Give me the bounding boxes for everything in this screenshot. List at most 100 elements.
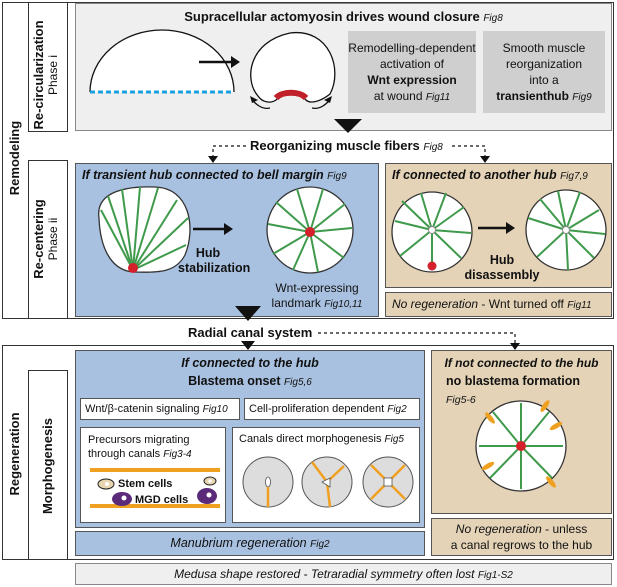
blastema-fig: Fig5,6 [284, 377, 312, 388]
branch-arrow-2 [318, 332, 516, 345]
top-title: Supracellular actomyosin drives wound cl… [75, 9, 612, 24]
wnt-landmark-l2: landmark [271, 296, 321, 310]
wnt-landmark-l1: Wnt-expressing [275, 281, 359, 295]
box1-line3: Wnt expression [367, 73, 457, 87]
precursors-l2: through canals [88, 448, 161, 460]
hub-bell-fig: Fig9 [327, 171, 347, 182]
morpho-column [28, 370, 68, 560]
canals-morpho-text: Canals direct morphogenesis Fig5 [239, 433, 404, 445]
closing-medusa-icon [250, 32, 336, 110]
hub-disassembly: Hub disassembly [462, 253, 542, 283]
arrow-right-icon-3 [478, 222, 515, 234]
stem-cells-label: Stem cells [118, 478, 173, 490]
canals-fig: Fig5 [384, 434, 404, 445]
box2-line3: into a [529, 73, 559, 87]
radial-label: Radial canal system [188, 325, 313, 340]
wnt-landmark: Wnt-expressing landmark Fig10,11 [258, 281, 376, 312]
wnt-activation-text: Remodelling-dependent activation of Wnt … [348, 40, 476, 106]
precursors-fig: Fig3-4 [163, 449, 192, 460]
box2-line2: reorganization [505, 57, 583, 71]
reorg-label: Reorganizing muscle fibers Fig8 [250, 138, 490, 153]
box2-fig: Fig9 [572, 92, 592, 103]
canals-label: Canals direct morphogenesis [239, 433, 382, 445]
wnt-landmark-fig: Fig10,11 [324, 299, 363, 310]
no-regen-unless-text: No regeneration - unless a canal regrows… [431, 521, 612, 553]
box2-line4-rest: hub [546, 89, 569, 103]
recirc-column [28, 2, 68, 132]
medusa-no-blastema-icon [475, 400, 567, 492]
morpho-stage-2-icon [301, 456, 353, 508]
box1-fig: Fig11 [425, 92, 451, 103]
proliferation-box [244, 398, 420, 420]
morpho-stage-1-icon [242, 456, 294, 508]
hub-hub-title: If connected to another hub Fig7,9 [392, 168, 588, 182]
no-regen-wnt-text: No regeneration - Wnt turned off Fig11 [392, 297, 592, 311]
down-arrow-1 [334, 119, 362, 133]
no-regen1-italic: No regeneration [392, 297, 479, 311]
wnt-signaling-text: Wnt/β-catenin signaling Fig10 [85, 403, 228, 415]
half-medusa-icon [89, 29, 235, 94]
mgd-cells-label: MGD cells [135, 494, 189, 506]
no-regen2-l2: a canal regrows to the hub [450, 538, 593, 552]
wnt-sig-label: Wnt/β-catenin signaling [85, 403, 200, 415]
medusa-hub-disassembly-icon [525, 189, 607, 271]
box1-line2: activation of [379, 57, 445, 71]
no-blastema-label: no blastema formation [446, 374, 581, 388]
medusa-hub-margin-icon [98, 186, 191, 273]
arrow-right-icon-2 [193, 223, 233, 235]
no-regen1-rest: - Wnt turned off [478, 297, 564, 311]
precursors-l1: Precursors migrating [88, 434, 190, 446]
manubrium-box [75, 531, 425, 556]
canal-cells-icon [90, 468, 220, 508]
box2-line1: Smooth muscle [502, 41, 586, 55]
manubrium-text: Manubrium regeneration Fig2 [75, 536, 425, 550]
hub-hub-fig: Fig7,9 [560, 171, 588, 182]
muscle-reorg-box [483, 31, 605, 113]
no-regen-wnt-box [385, 292, 612, 317]
box1-line4: at wound [373, 89, 423, 103]
no-regen1-fig: Fig11 [567, 300, 592, 311]
box2-line4-bold: transient [496, 89, 547, 103]
no-regen2-rest: - unless [541, 522, 588, 536]
footer-box [75, 563, 612, 585]
not-connected-title: If not connected to the hub [444, 356, 599, 370]
box1-line1: Remodelling-dependent [348, 41, 476, 55]
top-title-fig: Fig8 [483, 13, 503, 24]
morpho-stage-3-icon [362, 456, 414, 508]
footer-fig: Fig1-S2 [477, 570, 513, 581]
reorg-text: Reorganizing muscle fibers [250, 138, 420, 153]
hub-stabilization: Hub stabilization [178, 246, 251, 276]
connected-hub-title: If connected to the hub [181, 356, 319, 370]
no-regen2-italic: No regeneration [455, 522, 542, 536]
footer-text: Medusa shape restored - Tetraradial symm… [75, 567, 612, 581]
wnt-signaling-box [80, 398, 240, 420]
top-title-text: Supracellular actomyosin drives wound cl… [184, 9, 480, 24]
manubrium-label: Manubrium regeneration [170, 536, 307, 550]
manubrium-fig: Fig2 [310, 539, 330, 550]
hub-bell-title: If transient hub connected to bell margi… [82, 168, 347, 182]
prolif-label: Cell-proliferation dependent [249, 403, 385, 415]
blastema-onset: Blastema onset Fig5,6 [75, 374, 425, 388]
muscle-reorg-text: Smooth muscle reorganization into a tran… [483, 40, 605, 106]
hub-bell-title-text: If transient hub connected to bell margi… [82, 168, 324, 182]
no-regen-unless-box [431, 518, 612, 556]
blastema-text: Blastema onset [188, 374, 281, 388]
not-connected-fig: Fig5-6 [446, 394, 476, 406]
hub-dis-l1: Hub [489, 253, 515, 267]
wnt-activation-box [348, 31, 476, 113]
hub-hub-title-text: If connected to another hub [392, 168, 557, 182]
hub-dis-l2: disassembly [464, 268, 540, 282]
hub-stab-l2: stabilization [178, 261, 251, 275]
wnt-sig-fig: Fig10 [202, 404, 228, 415]
down-arrow-2 [235, 306, 261, 321]
medusa-hub-stable-icon [266, 186, 354, 274]
reorg-fig: Fig8 [423, 142, 443, 153]
branch-arrows-1 [212, 145, 486, 158]
precursors-text: Precursors migrating through canals Fig3… [88, 433, 192, 462]
prolif-fig: Fig2 [387, 404, 407, 415]
down-arrow-3 [241, 341, 255, 350]
proliferation-text: Cell-proliferation dependent Fig2 [249, 403, 407, 415]
hub-stab-l1: Hub [195, 246, 221, 260]
recenter-column [28, 160, 68, 319]
